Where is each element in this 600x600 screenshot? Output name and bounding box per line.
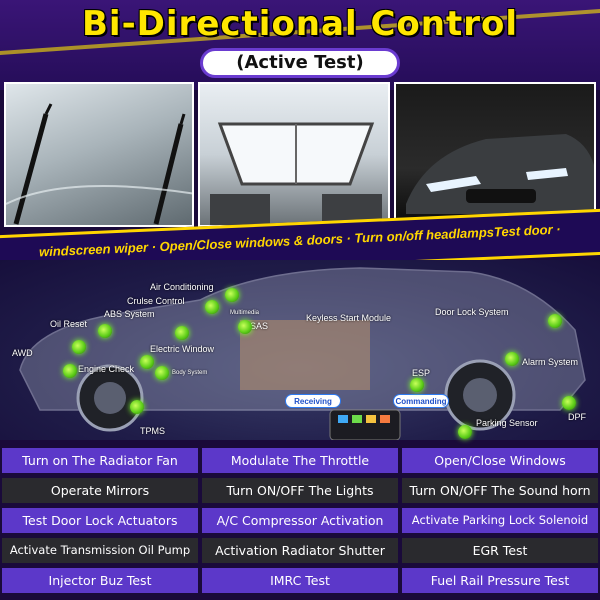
sunroof-photo [198, 82, 390, 227]
indicator-dot [562, 396, 576, 410]
indicator-dot [155, 366, 169, 380]
label-parking-sensor: Parking Sensor [476, 418, 538, 428]
label-keyless: Keyless Start Module [306, 313, 392, 323]
subtitle-pill: (Active Test) [200, 48, 400, 78]
test-item: Activation Radiator Shutter [202, 538, 398, 563]
label-body-system: Body System [172, 370, 208, 376]
commanding-arrow: Commanding [393, 394, 449, 408]
test-item: Modulate The Throttle [202, 448, 398, 473]
test-item: IMRC Test [202, 568, 398, 593]
label-awd: AWD [12, 348, 33, 358]
indicator-dot [205, 300, 219, 314]
page-title: Bi-Directional Control [82, 4, 518, 44]
label-dpf: DPF [568, 412, 586, 422]
receiving-arrow: Receiving [285, 394, 341, 408]
car-outline [19, 267, 586, 440]
test-item: Turn ON/OFF The Lights [202, 478, 398, 503]
test-item: Test Door Lock Actuators [2, 508, 198, 533]
feature-photos [0, 82, 600, 227]
indicator-dot [130, 400, 144, 414]
indicator-dot [238, 320, 252, 334]
vehicle-system-diagram: Receiving Commanding Air Conditioning Cr… [0, 260, 600, 440]
indicator-dot [98, 324, 112, 338]
indicator-dot [225, 288, 239, 302]
test-item: Open/Close Windows [402, 448, 598, 473]
test-item: Activate Transmission Oil Pump [2, 538, 198, 563]
indicator-dot [140, 355, 154, 369]
label-abs-system: ABS System [104, 309, 155, 319]
indicator-dot [505, 352, 519, 366]
indicator-dot [410, 378, 424, 392]
label-sas: SAS [250, 321, 269, 331]
indicator-dot [548, 314, 562, 328]
test-item: EGR Test [402, 538, 598, 563]
active-test-list: Turn on The Radiator Fan Modulate The Th… [0, 446, 600, 600]
test-item: Turn on The Radiator Fan [2, 448, 198, 473]
label-electric-window: Electric Window [150, 344, 215, 354]
label-cruise-control: Crulse Control [127, 296, 185, 306]
indicator-dot [458, 425, 472, 439]
test-item: Operate Mirrors [2, 478, 198, 503]
test-item: Turn ON/OFF The Sound horn [402, 478, 598, 503]
label-oil-reset: Oil Reset [50, 319, 88, 329]
test-item: A/C Compressor Activation [202, 508, 398, 533]
label-tpms: TPMS [140, 426, 166, 436]
label-alarm-system: Alarm System [522, 357, 579, 367]
test-item: Activate Parking Lock Solenoid [402, 508, 598, 533]
label-door-lock: Door Lock System [435, 307, 509, 317]
indicator-dot [63, 364, 77, 378]
header-banner: Bi-Directional Control (Active Test) [0, 0, 600, 90]
indicator-dot [175, 326, 189, 340]
test-item: Injector Buz Test [2, 568, 198, 593]
label-engine-check: Engine Check [78, 364, 135, 374]
windscreen-wiper-photo [4, 82, 194, 227]
test-item: Fuel Rail Pressure Test [402, 568, 598, 593]
indicator-dot [72, 340, 86, 354]
label-multimedia: Multimedia [230, 310, 260, 316]
label-esp: ESP [412, 368, 431, 378]
headlamp-car-photo [394, 82, 596, 227]
label-air-conditioning: Air Conditioning [150, 282, 214, 292]
